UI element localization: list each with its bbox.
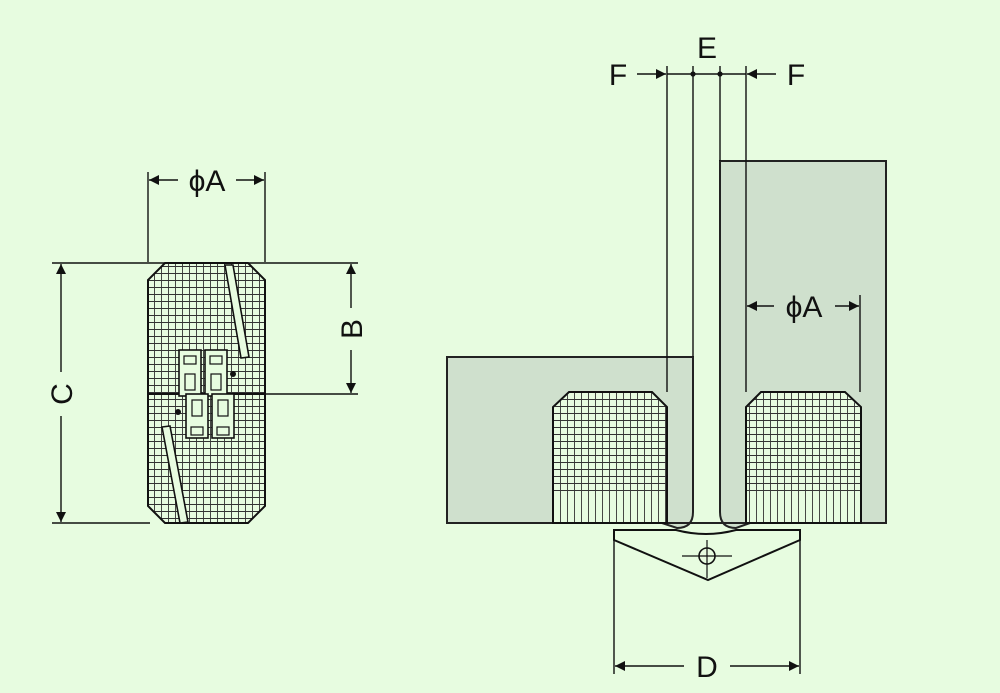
dimension-label-c: C xyxy=(46,383,79,405)
leaf-slot xyxy=(191,399,203,417)
leaf-slot xyxy=(217,399,229,417)
section-view: E F F ϕA D xyxy=(446,32,887,684)
pin-dot xyxy=(230,371,236,377)
barrel-right-mesh-top xyxy=(747,393,859,407)
leaf-slot xyxy=(183,355,197,365)
dimension-label-diameter: ϕA xyxy=(786,291,823,324)
barrel-left-mesh-top xyxy=(554,393,666,407)
dimension-dot xyxy=(717,71,723,77)
spring-wire xyxy=(161,425,189,524)
dimension-label-f-left: F xyxy=(609,59,627,92)
barrel-right-ribs xyxy=(747,491,860,522)
dimension-label-d: D xyxy=(696,651,718,684)
dimension-dot xyxy=(690,71,696,77)
leaf-slot xyxy=(210,373,222,391)
barrel-left-ribs xyxy=(554,491,666,522)
leaf-slot xyxy=(209,355,223,365)
leaf-slot xyxy=(216,426,230,436)
leaf-slot xyxy=(190,426,204,436)
pin-dot xyxy=(175,409,181,415)
leaf-slot xyxy=(184,373,196,391)
dimension-label-diameter: ϕA xyxy=(189,165,226,198)
side-view: ϕA B C xyxy=(46,165,369,524)
dimension-label-f-right: F xyxy=(787,59,805,92)
dimension-label-e: E xyxy=(697,32,717,65)
barrel-right-mesh xyxy=(747,407,860,491)
dimension-label-b: B xyxy=(336,319,369,339)
spring-wire xyxy=(224,264,250,359)
barrel-left-mesh xyxy=(554,407,666,491)
